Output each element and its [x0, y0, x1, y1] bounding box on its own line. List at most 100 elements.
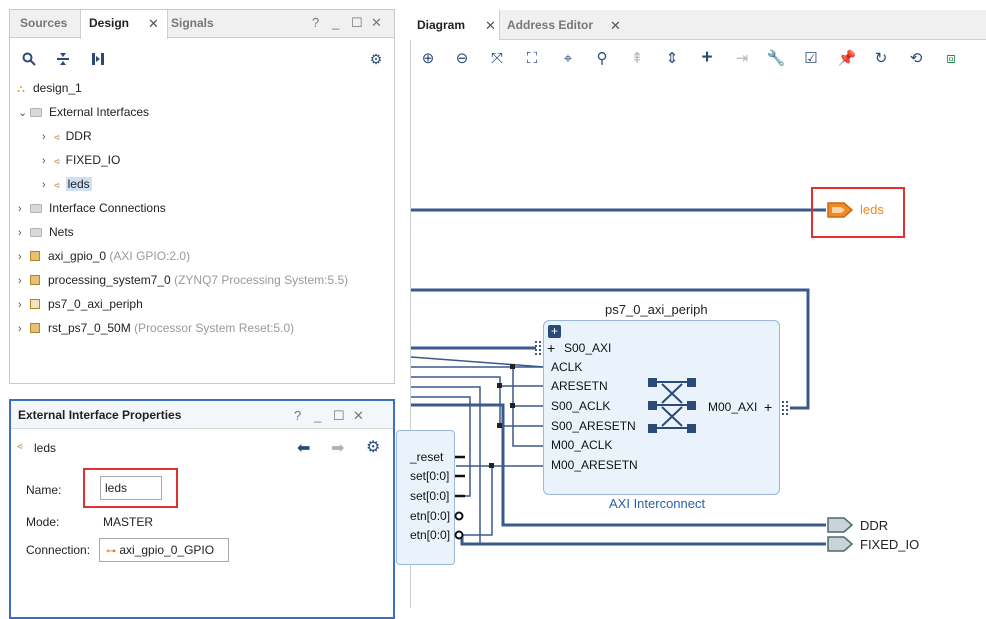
- leds-port-icon[interactable]: [826, 201, 854, 219]
- refresh-icon[interactable]: ↻: [874, 50, 888, 67]
- tab-sources[interactable]: Sources: [20, 16, 68, 30]
- axi-bus-pin-icon: [782, 401, 788, 415]
- interconnect-block[interactable]: [543, 320, 780, 495]
- name-label: Name:: [26, 483, 62, 497]
- tree-item-axi-periph[interactable]: ›ps7_0_axi_periph: [18, 293, 143, 315]
- reset-block[interactable]: [396, 430, 455, 565]
- leds-port-label[interactable]: leds: [860, 202, 884, 217]
- zoom-out-icon[interactable]: ⊖: [455, 50, 469, 67]
- chevron-right-icon[interactable]: ›: [18, 251, 22, 263]
- name-highlight-box: [83, 468, 178, 508]
- wire-aclk: [410, 356, 545, 368]
- search-icon[interactable]: [20, 50, 38, 68]
- settings-gear-icon[interactable]: ⚙: [366, 439, 381, 456]
- tab-design[interactable]: Design: [80, 10, 168, 39]
- fixed-io-port-label[interactable]: FIXED_IO: [860, 537, 920, 552]
- auto-center-icon[interactable]: ⌖: [563, 49, 573, 67]
- tab-diagram[interactable]: Diagram: [410, 10, 500, 40]
- properties-object-name: leds: [34, 441, 57, 455]
- tree-item-detail: (AXI GPIO:2.0): [109, 249, 191, 263]
- minimize-icon[interactable]: _: [314, 408, 322, 423]
- collapse-all-icon[interactable]: ⇞: [630, 50, 644, 67]
- interconnect-port: M00_ACLK: [551, 438, 613, 452]
- zoom-in-icon[interactable]: ⊕: [421, 50, 435, 67]
- connection-link[interactable]: ⊶ axi_gpio_0_GPIO: [99, 538, 229, 562]
- regenerate-layout-icon[interactable]: ⟲: [909, 50, 923, 67]
- tree-item-ddr[interactable]: ›⪦DDR: [42, 125, 92, 147]
- port-plus-icon[interactable]: +: [764, 399, 773, 415]
- reset-port-label: set[0:0]: [410, 489, 450, 503]
- tree-item-external-interfaces[interactable]: ⌄External Interfaces: [18, 101, 149, 123]
- tree-item-nets[interactable]: ›Nets: [18, 221, 74, 243]
- interconnect-port: M00_AXI: [708, 400, 758, 414]
- connection-label: Connection:: [26, 543, 91, 557]
- tab-address-editor-close-icon[interactable]: ✕: [610, 18, 621, 33]
- port-plus-icon[interactable]: +: [547, 340, 556, 356]
- tree-item-interface-connections[interactable]: › Interface Connections: [18, 197, 166, 219]
- tree-item-axi-gpio[interactable]: › axi_gpio_0 (AXI GPIO:2.0): [18, 245, 190, 267]
- close-icon[interactable]: ✕: [371, 15, 382, 30]
- help-icon[interactable]: ?: [312, 15, 320, 30]
- tab-diagram-close-icon[interactable]: ✕: [485, 18, 496, 33]
- tree-item-label: leds: [65, 177, 92, 191]
- zoom-area-icon[interactable]: ⛶: [526, 49, 538, 67]
- customize-wrench-icon[interactable]: 🔧: [766, 50, 786, 67]
- wire-m00-axi: [411, 288, 810, 410]
- forward-arrow-icon[interactable]: ➡: [331, 440, 345, 457]
- validate-design-icon[interactable]: ☑: [804, 50, 818, 67]
- ip-core-icon: [30, 275, 40, 285]
- chevron-right-icon[interactable]: ›: [18, 275, 22, 287]
- chevron-right-icon[interactable]: ›: [42, 131, 46, 143]
- chevron-right-icon[interactable]: ›: [18, 323, 22, 335]
- tree-item-rst[interactable]: ›rst_ps7_0_50M (Processor System Reset:5…: [18, 317, 294, 339]
- wire-periph-reset: [462, 466, 493, 536]
- close-icon[interactable]: ✕: [353, 408, 364, 423]
- search-icon[interactable]: ⚲: [596, 50, 608, 67]
- ddr-port-label[interactable]: DDR: [860, 518, 889, 533]
- zoom-fit-icon[interactable]: ⤧: [490, 49, 503, 67]
- tab-design-close-icon[interactable]: ✕: [148, 16, 159, 31]
- fixed-io-port-icon[interactable]: [826, 535, 854, 553]
- chevron-right-icon[interactable]: ›: [18, 299, 22, 311]
- chevron-right-icon[interactable]: ›: [42, 155, 46, 167]
- ddr-port-icon[interactable]: [826, 516, 854, 534]
- make-external-icon[interactable]: ⇥: [735, 50, 749, 67]
- tree-item-label: processing_system7_0: [48, 273, 171, 287]
- tree-root-label: design_1: [33, 81, 82, 95]
- expand-all-icon[interactable]: [89, 50, 107, 68]
- restore-icon[interactable]: ☐: [351, 15, 363, 30]
- expand-block-icon[interactable]: +: [548, 325, 561, 338]
- chevron-right-icon[interactable]: ›: [42, 179, 46, 191]
- tab-signals[interactable]: Signals: [171, 16, 214, 30]
- help-icon[interactable]: ?: [294, 408, 302, 423]
- tree-item-label: Interface Connections: [49, 201, 166, 215]
- tree-item-processing-system[interactable]: ›processing_system7_0 (ZYNQ7 Processing …: [18, 269, 348, 291]
- collapse-all-icon[interactable]: [54, 50, 72, 68]
- tree-item-leds[interactable]: › ⪦ leds: [42, 173, 92, 195]
- expand-all-icon[interactable]: ⇕: [665, 50, 679, 67]
- back-arrow-icon[interactable]: ⬅: [297, 440, 311, 457]
- chevron-down-icon[interactable]: ⌄: [18, 107, 28, 119]
- wire-fixed-io: [460, 535, 826, 546]
- settings-gear-icon[interactable]: ⚙: [369, 50, 383, 67]
- optimize-routing-icon[interactable]: ⧈: [946, 49, 956, 67]
- tree-item-fixed-io[interactable]: ›⪦FIXED_IO: [42, 149, 120, 171]
- axi-bus-pin-icon: [535, 341, 541, 355]
- tab-address-editor[interactable]: Address Editor: [507, 18, 594, 32]
- restore-icon[interactable]: ☐: [333, 408, 345, 423]
- properties-title: External Interface Properties: [18, 408, 182, 422]
- interface-port-icon: ⪦: [54, 180, 60, 191]
- minimize-icon[interactable]: _: [332, 15, 340, 30]
- diagram-canvas-border: [410, 40, 411, 608]
- name-field[interactable]: leds: [100, 476, 162, 500]
- pin-icon[interactable]: 📌: [837, 50, 857, 67]
- properties-header: External Interface Properties ? _ ☐ ✕: [11, 401, 393, 429]
- interconnect-title: ps7_0_axi_periph: [605, 302, 708, 317]
- tree-item-label: axi_gpio_0: [48, 249, 107, 263]
- connection-icon: ⊶: [106, 546, 116, 557]
- tree-root-design[interactable]: ⛬design_1: [14, 77, 82, 99]
- chevron-right-icon[interactable]: ›: [18, 227, 22, 239]
- mode-label: Mode:: [26, 515, 60, 529]
- add-ip-icon[interactable]: +: [701, 47, 713, 68]
- chevron-right-icon[interactable]: ›: [18, 203, 22, 215]
